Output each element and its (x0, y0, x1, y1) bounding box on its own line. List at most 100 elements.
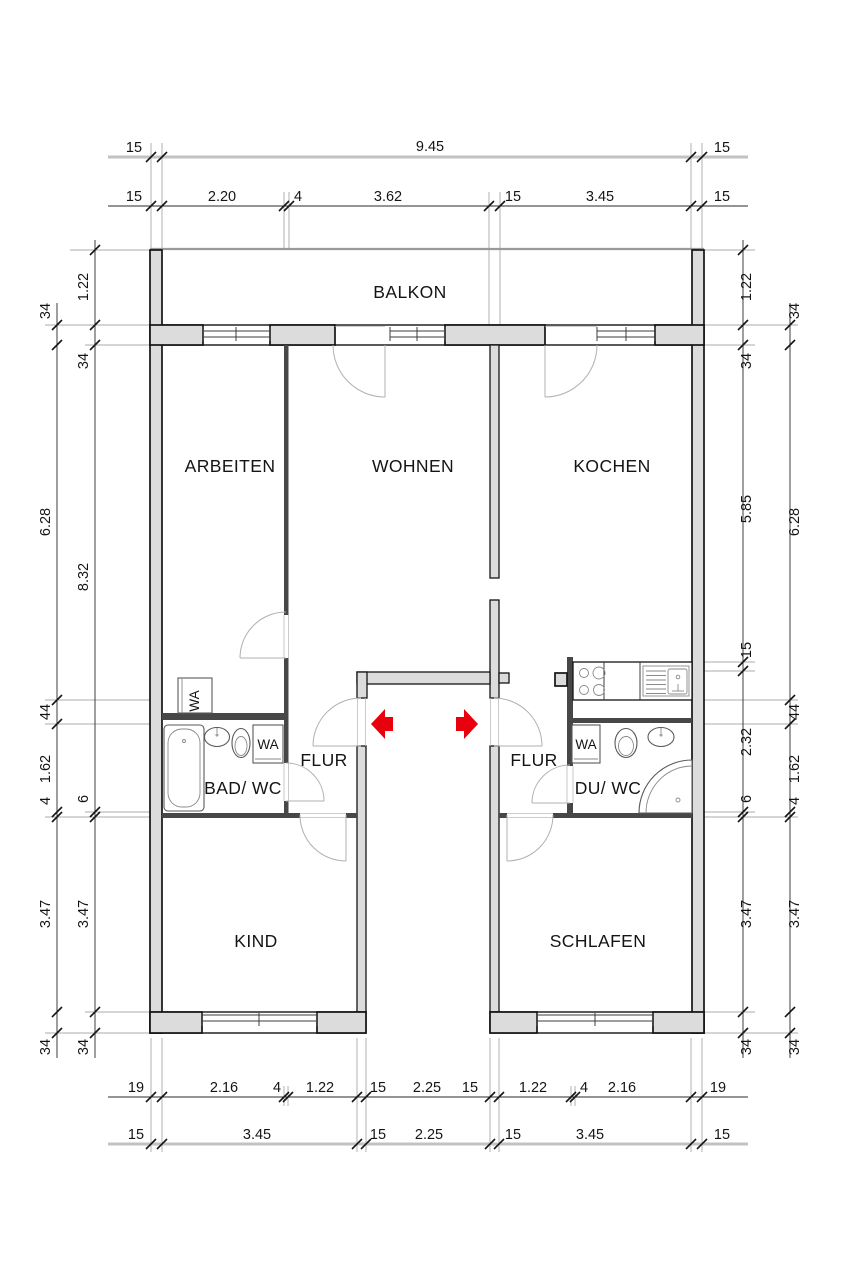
pier (444, 324, 546, 346)
sink-tap (675, 674, 681, 680)
wall-schlafen-top-stub (499, 813, 507, 818)
washing-machine (252, 724, 284, 764)
label-wa-niche: WA (187, 690, 202, 711)
pier (269, 324, 336, 346)
dim-label: 15 (128, 1127, 144, 1143)
dim-label: 15 (126, 140, 142, 156)
dim-label: 1.62 (38, 755, 54, 783)
stove-burner (593, 684, 605, 696)
kitchen-sink-unit (642, 665, 690, 697)
wall-entrance-left (356, 671, 368, 699)
corner-shower (638, 759, 693, 814)
dim-label: 3.62 (374, 189, 402, 205)
dim-label: 3.47 (76, 900, 92, 928)
dim-label: 6 (76, 795, 92, 803)
toilet (231, 727, 251, 759)
dim-label: 34 (38, 1039, 54, 1055)
door-arc-bad (285, 762, 325, 802)
door-arc-du (531, 764, 571, 804)
dim-label: 4 (787, 797, 803, 805)
wall-du-flur-low (567, 803, 573, 818)
room-label-schlafen: SCHLAFEN (550, 931, 647, 951)
door-arc-balcony-wohnen (332, 344, 386, 398)
wall-du-top (567, 718, 692, 723)
shower-drain (675, 797, 681, 803)
dim-label: 2.16 (210, 1080, 238, 1096)
dim-label: 19 (128, 1080, 144, 1096)
dimension-lines (56, 155, 791, 1146)
room-label-balkon: BALKON (373, 282, 446, 302)
door-arc-entrance-right (493, 697, 543, 747)
door-arc-entrance-left (312, 697, 362, 747)
dim-label: 3.45 (576, 1127, 604, 1143)
room-label-flur-left: FLUR (300, 750, 347, 770)
dim-label: 15 (370, 1080, 386, 1096)
dim-label: 2.25 (415, 1127, 443, 1143)
room-label-kind: KIND (234, 931, 277, 951)
dim-label: 3.45 (586, 189, 614, 205)
wall-niche (162, 713, 284, 720)
facade-wall-top (161, 324, 693, 346)
room-label-kochen: KOCHEN (573, 456, 650, 476)
stove-burner (579, 668, 589, 678)
washbasin (647, 726, 675, 748)
stove-burner (592, 666, 606, 680)
dim-label: 2.32 (739, 728, 755, 756)
dimension-labels: 15 9.45 15 15 2.20 4 3.62 15 3.45 15 19 … (38, 139, 803, 1143)
dim-label: 3.47 (739, 900, 755, 928)
dim-label: 8.32 (76, 563, 92, 591)
wall-stairwell-right (489, 745, 500, 1013)
dim-label: 1.22 (739, 273, 755, 301)
dim-label: 1.62 (787, 755, 803, 783)
outer-wall-right (691, 249, 705, 1034)
dim-label: 1.22 (519, 1080, 547, 1096)
dim-label: 44 (38, 704, 54, 720)
door-arc-kind (299, 814, 347, 862)
entrance-arrow-left-icon (371, 709, 393, 739)
extension-lines (45, 143, 798, 1152)
dim-label: 5.85 (739, 495, 755, 523)
door-arc-schlafen (506, 814, 554, 862)
wall-arbeiten-wohnen (284, 345, 289, 615)
dim-label: 15 (126, 189, 142, 205)
room-label-wohnen: WOHNEN (372, 456, 454, 476)
outer-wall-left (149, 249, 163, 1034)
wall-kind-top-stub (346, 813, 357, 818)
wall-kind-top (162, 813, 300, 818)
bathtub-drain (182, 739, 186, 743)
dim-label: 34 (787, 1039, 803, 1055)
dim-label: 6.28 (787, 508, 803, 536)
dim-label: 19 (710, 1080, 726, 1096)
dim-label: 15 (505, 189, 521, 205)
wall-schlafen-top (553, 813, 692, 818)
dim-label: 15 (714, 1127, 730, 1143)
room-labels: BALKON ARBEITEN WOHNEN KOCHEN FLUR FLUR … (185, 282, 651, 951)
dim-label: 34 (739, 1039, 755, 1055)
bathtub-inner (167, 728, 201, 808)
washing-machine (571, 724, 601, 764)
dim-label: 34 (739, 353, 755, 369)
room-label-du-wc: DU/ WC (575, 778, 642, 798)
sink-basin (667, 668, 688, 695)
pier (149, 324, 204, 346)
dim-label: 1.22 (306, 1080, 334, 1096)
washbasin (203, 726, 231, 748)
bathtub (163, 724, 205, 812)
doors (239, 326, 598, 862)
label-wa-bad: WA (257, 737, 278, 752)
dim-label: 4 (294, 189, 302, 205)
dim-label: 2.20 (208, 189, 236, 205)
dim-label: 2.25 (413, 1080, 441, 1096)
dim-label: 3.45 (243, 1127, 271, 1143)
room-label-arbeiten: ARBEITEN (185, 456, 276, 476)
wall-kochen-flur (567, 657, 573, 766)
toilet-bowl (618, 736, 634, 756)
dim-label: 4 (580, 1080, 588, 1096)
dim-label: 2.16 (608, 1080, 636, 1096)
entrance-arrow-right-icon (456, 709, 478, 739)
corner-shower-inner (645, 765, 693, 814)
door-arc-arbeiten (239, 611, 287, 659)
duct-box (554, 672, 568, 687)
washing-machine-niche (177, 677, 213, 714)
dim-label: 34 (76, 1039, 92, 1055)
